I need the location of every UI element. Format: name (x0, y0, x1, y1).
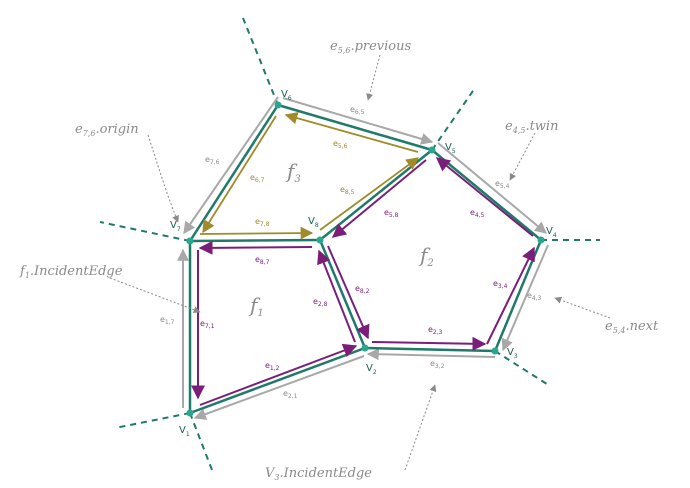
vertex-labels: V1 V2 V3 V4 V5 V6 V7 V8 (170, 89, 557, 438)
halfedge-label-e32: e3,2 (430, 359, 445, 370)
ray-v5-up (431, 87, 476, 151)
arrow-v3-incident (404, 384, 437, 471)
halfedge-4-3 (501, 244, 549, 352)
halfedge-label-e17: e1,7 (160, 315, 175, 326)
arrow-next (554, 296, 611, 319)
vertex-label-v4: V4 (546, 226, 557, 239)
edge-v8-v2 (318, 239, 367, 349)
halfedge-label-e56: e5,6 (333, 139, 348, 150)
halfedge-2-1 (193, 355, 365, 420)
annotation-origin: e7,6.origin (75, 122, 139, 138)
halfedge-label-e43: e4,3 (527, 291, 542, 302)
annotations: e5,6.previous e4,5.twin e7,6.origin f1.I… (19, 39, 659, 482)
halfedge-label-e78: e7,8 (255, 217, 270, 228)
vertex-dots (186, 101, 545, 417)
halfedge-label-e71: e7,1 (200, 319, 215, 330)
halfedge-6-5 (282, 97, 434, 145)
halfedge-1-2 (199, 343, 358, 406)
halfedge-label-e67: e6,7 (250, 173, 265, 184)
vertex-label-v3: V3 (507, 347, 518, 360)
halfedge-8-2 (327, 245, 370, 340)
ray-v6-up (242, 17, 279, 106)
vertex-v8 (316, 236, 324, 244)
halfedge-label-e23: e2,3 (428, 325, 443, 336)
halfedge-5-4 (437, 142, 547, 234)
halfedge-labels: e6,7 e5,6 e8,5 e7,8 e8,7 e7,1 e1,2 e2,8 … (160, 105, 542, 400)
annotation-f1-incident: f1.IncidentEdge (19, 264, 123, 280)
edge-v3-v2 (364, 346, 496, 353)
halfedge-label-e54: e5,4 (495, 179, 510, 190)
vertex-v6 (274, 101, 282, 109)
ray-v1-left (114, 412, 191, 429)
edge-v2-v1 (189, 346, 366, 415)
halfedge-label-e12: e1,2 (265, 361, 280, 372)
halfedge-2-8 (317, 249, 356, 343)
halfedge-label-e28: e2,8 (313, 297, 328, 308)
vertex-label-v2: V2 (366, 363, 377, 376)
vertex-label-v1: V1 (179, 425, 190, 438)
halfedge-7-6 (183, 96, 279, 234)
edge-v5-v4 (431, 149, 542, 241)
arrow-twin (509, 132, 536, 181)
annotation-next: e5,4.next (605, 319, 659, 335)
halfedge-3-4 (486, 246, 535, 345)
halfedge-label-e21: e2,1 (283, 389, 298, 400)
halfedge-label-e34: e3,4 (493, 279, 508, 290)
vertex-label-v7: V7 (170, 220, 181, 233)
vertex-v2 (361, 344, 369, 352)
arrow-f1-incident (109, 277, 201, 314)
annotation-v3-incident: V3.IncidentEdge (265, 466, 372, 482)
halfedge-8-5 (319, 157, 420, 231)
halfedge-7-8 (199, 226, 314, 240)
vertex-v4 (537, 236, 545, 244)
face-label-f1: f1 (248, 293, 264, 319)
vertex-label-v8: V8 (308, 216, 319, 229)
face-halfedges-purple (191, 157, 535, 406)
annotation-arrows (109, 54, 611, 471)
annotation-previous: e5,6.previous (330, 39, 412, 55)
outer-halfedges (177, 96, 549, 420)
halfedge-label-e85: e8,5 (340, 185, 355, 196)
vertex-v3 (491, 347, 499, 355)
face3-halfedges (199, 111, 420, 240)
halfedge-label-e58: e5,8 (384, 208, 399, 219)
ray-v1-down (189, 412, 213, 471)
face-labels: f1 f2 f3 (248, 159, 434, 319)
halfedge-5-8 (331, 159, 427, 238)
infinite-rays (99, 17, 600, 471)
annotation-twin: e4,5.twin (505, 119, 558, 135)
halfedge-8-7 (198, 240, 313, 255)
vertex-v7 (186, 237, 194, 245)
halfedge-label-e87: e8,7 (255, 255, 270, 266)
vertex-v1 (186, 409, 194, 417)
vertex-label-v5: V5 (445, 142, 456, 155)
halfedge-label-e65: e6,5 (350, 105, 365, 116)
halfedge-2-3 (371, 336, 487, 351)
face-label-f2: f2 (418, 243, 434, 269)
vertex-label-v6: V6 (281, 89, 292, 102)
ray-v7-left (99, 221, 191, 242)
edge-v7-v6 (188, 104, 280, 242)
edge-v6-v5 (277, 103, 433, 152)
edge-v8-v5 (319, 149, 433, 241)
halfedge-6-7 (202, 115, 277, 234)
halfedge-label-e45: e4,5 (470, 208, 485, 219)
arrow-previous (366, 54, 381, 101)
ray-v3-right (494, 350, 551, 387)
arrow-origin (147, 134, 179, 223)
vertex-v5 (428, 146, 436, 154)
halfedge-label-e76: e7,6 (205, 155, 220, 166)
halfedge-5-6 (284, 111, 419, 153)
halfedge-4-5 (435, 157, 534, 237)
halfedge-3-2 (366, 348, 496, 361)
halfedge-label-e82: e8,2 (355, 284, 370, 295)
face-label-f3: f3 (285, 159, 301, 185)
edge-v7-v8 (189, 238, 321, 243)
